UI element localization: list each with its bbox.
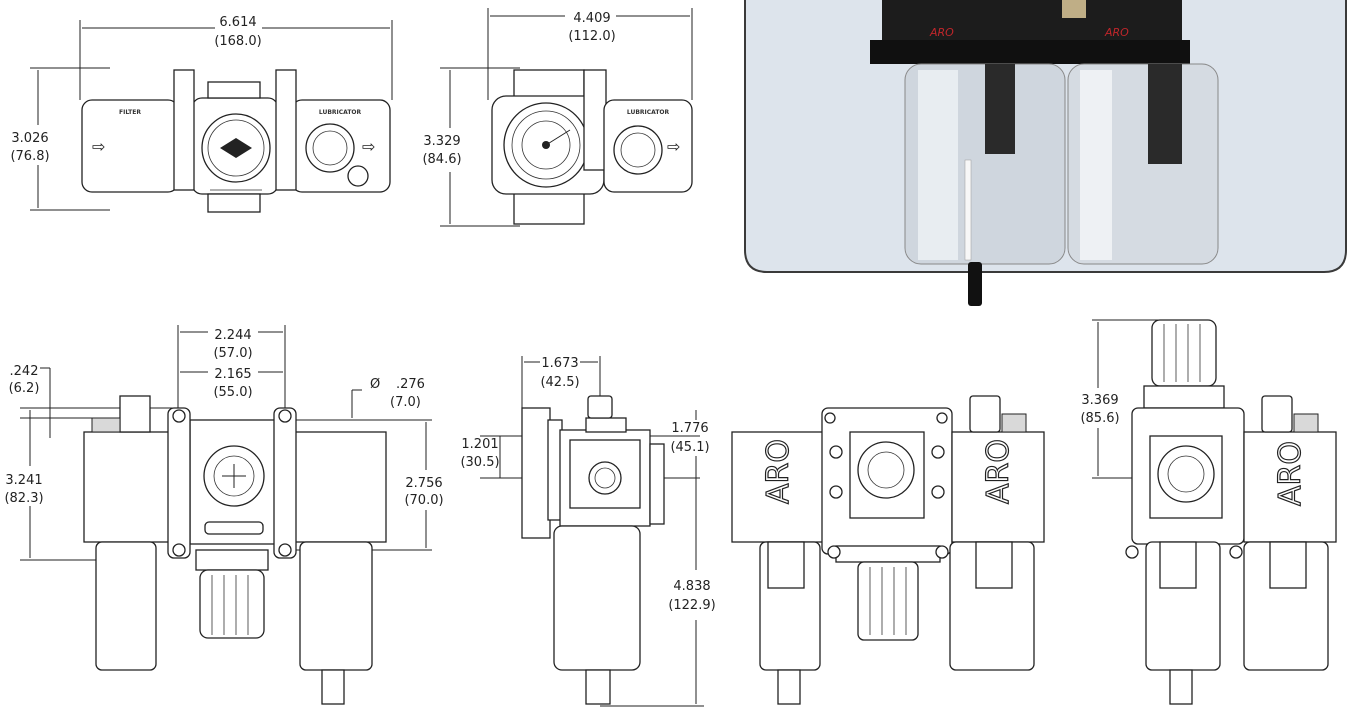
dim-top-front-height-mm: (76.8) bbox=[10, 149, 49, 164]
photo-logo: ARO bbox=[929, 26, 954, 39]
dim-offset-in: .242 bbox=[10, 364, 39, 379]
aro-front-view: ARO ARO bbox=[731, 395, 1045, 705]
side-assembly-view: 1.673 (42.5) 1.201 (30.5) 1.776 (45.1) 4… bbox=[460, 356, 716, 707]
dim-bracket-inner-in: 2.165 bbox=[214, 367, 251, 382]
dim-knob-height-mm: (85.6) bbox=[1080, 411, 1119, 426]
dim-bracket-outer-in: 2.244 bbox=[214, 328, 251, 343]
dim-hole-mm: (7.0) bbox=[390, 395, 421, 410]
dim-bowl-length-mm: (122.9) bbox=[668, 598, 715, 613]
dim-top-front-width-mm: (168.0) bbox=[214, 34, 261, 49]
arrow-icon-3: ⇨ bbox=[667, 137, 680, 156]
dim-bracket-inner-mm: (55.0) bbox=[213, 385, 252, 400]
dim-knob-height-in: 3.369 bbox=[1081, 393, 1118, 408]
top-front-view: 6.614 (168.0) 3.026 (76.8) FILTER LUBRIC… bbox=[10, 15, 393, 213]
dim-bracket-height-mm: (70.0) bbox=[404, 493, 443, 508]
front-assembly-view: 2.244 (57.0) 2.165 (55.0) Ø .276 (7.0) .… bbox=[4, 325, 444, 705]
dim-bowl-length-in: 4.838 bbox=[673, 579, 710, 594]
dim-port-center-mm: (30.5) bbox=[460, 455, 499, 470]
dim-side-depth-mm: (42.5) bbox=[540, 375, 579, 390]
label-filter: FILTER bbox=[119, 109, 141, 116]
aro-knob-view: 3.369 (85.6) ARO bbox=[1080, 319, 1337, 705]
dim-hole-symbol: Ø bbox=[370, 377, 380, 392]
arrow-icon: ⇨ bbox=[92, 137, 105, 156]
dim-side-depth-in: 1.673 bbox=[541, 356, 578, 371]
dim-top-side-width-in: 4.409 bbox=[573, 11, 610, 26]
dim-gauge-height-in: 1.776 bbox=[671, 421, 708, 436]
dim-body-height-in: 3.241 bbox=[5, 473, 42, 488]
product-photo: ARO ARO bbox=[744, 0, 1347, 306]
arrow-icon-2: ⇨ bbox=[362, 137, 375, 156]
aro-brand-2: ARO bbox=[981, 439, 1016, 504]
photo-logo-2: ARO bbox=[1104, 26, 1129, 39]
dim-top-front-width-in: 6.614 bbox=[219, 15, 256, 30]
dim-gauge-height-mm: (45.1) bbox=[670, 440, 709, 455]
label-lubricator: LUBRICATOR bbox=[319, 109, 362, 116]
aro-brand-3: ARO bbox=[1273, 441, 1308, 506]
dim-bracket-height-in: 2.756 bbox=[405, 476, 442, 491]
aro-brand: ARO bbox=[761, 439, 796, 504]
label-lubricator-side: LUBRICATOR bbox=[627, 109, 670, 116]
dim-body-height-mm: (82.3) bbox=[4, 491, 43, 506]
dim-top-side-height-in: 3.329 bbox=[423, 134, 460, 149]
dim-top-side-width-mm: (112.0) bbox=[568, 29, 615, 44]
dim-top-side-height-mm: (84.6) bbox=[422, 152, 461, 167]
dim-offset-mm: (6.2) bbox=[9, 381, 40, 396]
dim-bracket-outer-mm: (57.0) bbox=[213, 346, 252, 361]
top-side-view: 4.409 (112.0) 3.329 (84.6) LUBRICATOR ⇨ bbox=[422, 8, 693, 227]
dim-hole-in: .276 bbox=[396, 377, 425, 392]
dim-port-center-in: 1.201 bbox=[461, 437, 498, 452]
dim-top-front-height-in: 3.026 bbox=[11, 131, 48, 146]
